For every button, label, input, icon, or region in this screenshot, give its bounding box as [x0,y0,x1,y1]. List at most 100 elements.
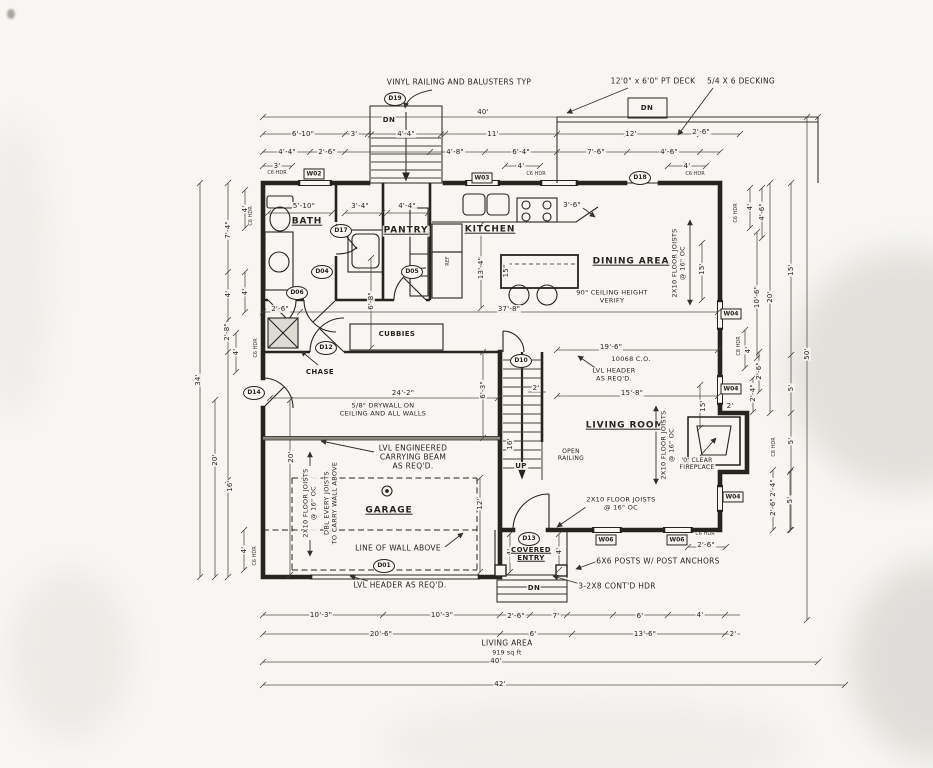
dim-6-8: 6'-8" [366,291,376,311]
door-tag-D01: D01 [373,559,395,573]
window-tag-W02: W02 [303,168,325,180]
dim-2-6-r2: 2'-6" [768,497,778,517]
hdr-left-1: C6 HDR [248,205,255,227]
hdr-top-2: C6 HDR [525,171,547,178]
dim-15-living: 15' [698,399,708,413]
dim-13-4: 13'-4" [476,255,486,281]
dim-3-a: 3' [349,129,359,139]
dim-3-b: 3' [272,161,282,171]
note-joists-living-v: 2X10 FLOOR JOISTS @ 16" OC [659,409,676,481]
dim-6-bot1: 6' [635,611,645,621]
dim-2-6-r1: 2'-6" [754,361,764,381]
garage-symbol [381,485,393,497]
room-kitchen: KITCHEN [463,224,517,236]
dim-4-r2: 4' [743,345,753,355]
dim-2-fp: 2' [725,401,735,411]
dim-5-r3: 5' [785,495,795,505]
door-tag-D05: D05 [401,265,423,279]
dim-6-10: 6'-10" [290,129,316,139]
range [516,197,558,223]
door-tag-D06: D06 [286,286,308,300]
room-covered-entry: COVERED ENTRY [510,545,552,563]
dim-4-left-4: 4' [231,347,241,357]
dim-2-8: 2'-8" [222,322,232,342]
dim-12-deck: 12' [624,129,638,139]
sink [462,193,486,216]
window-tag-W06-2: W06 [666,534,688,546]
note-lvl-header-garage: LVL HEADER AS REQ'D. [352,580,448,591]
note-carrying-beam: LVL ENGINEERED CARRYING BEAM AS REQ'D. [377,443,449,472]
dim-4-4-b: 4'-4" [277,147,297,157]
dim-4-left-3: 4' [240,287,250,297]
dim-11: 11' [486,129,500,139]
scan-smudge [380,700,800,768]
room-chase: CHASE [304,367,336,377]
dim-15-8: 15'-8" [619,388,645,398]
vanity [264,231,294,291]
dim-4-b: 4' [682,161,692,171]
note-contd-hdr: 3-2X8 CONT'D HDR [577,581,657,592]
dim-19-6: 19'-6" [598,342,624,352]
dim-2-bot: 2' [728,629,738,639]
hdr-top-3: C6 HDR [684,171,706,178]
dim-2-4-r1: 2'-4" [748,383,758,403]
label-ref: REF [445,255,452,267]
dim-6-bot2: 6' [528,629,538,639]
dim-40-bot: 40' [489,656,503,666]
dim-4-bot: 4' [695,610,705,620]
note-joists-dining-v: 2X10 FLOOR JOISTS @ 16" OC [670,227,687,299]
dim-7-4: 7'-4" [223,220,233,240]
dim-4-4-pantry: 4'-4" [397,201,417,211]
scan-smudge [10,570,130,740]
dim-20-garage: 20' [286,450,296,464]
door-tag-D14: D14 [243,386,265,400]
dim-20-right: 20' [765,290,775,304]
fireplace [687,416,741,466]
dim-4-6-a: 4'-6" [659,147,679,157]
hdr-right-2: C8 HDR [736,335,743,357]
dim-4-a: 4' [516,161,526,171]
dim-24-2: 24'-2" [390,388,416,398]
note-lvl-header-living: LVL HEADER AS REQ'D. [591,366,637,383]
dim-15-dining: 15' [697,262,707,276]
door-tag-D18: D18 [629,171,651,185]
room-bath: BATH [290,216,324,228]
exterior-walls [260,180,750,580]
hdr-right-3: C8 HDR [771,436,778,458]
dim-12-garage: 12' [475,497,485,511]
dim-3-4: 3'-4" [350,201,370,211]
window-tag-W04-1: W04 [720,308,742,320]
joist-extent-arrows [307,219,693,557]
dim-7-6: 7'-6" [586,147,606,157]
dim-42: 42' [493,679,507,689]
dim-5-10: 5'-10" [291,201,317,211]
dim-3-6: 3'-6" [562,200,582,210]
dim-10-6: 10'-6" [752,284,762,310]
dim-10-3-b: 10'-3" [429,610,455,620]
room-pantry: PANTRY [382,225,430,237]
dim-2-6-bot: 2'-6" [506,611,526,621]
leader-arrows [300,87,717,585]
window-tag-W06-1: W06 [595,534,617,546]
door-tag-D17: D17 [330,224,352,238]
label-up: UP [514,461,528,471]
note-fireplace: '0' CLEAR FIREPLACE [678,456,716,472]
note-living-area: LIVING AREA [480,638,534,649]
room-living: LIVING ROOM [584,420,666,432]
dim-20-6: 20'-6" [368,629,394,639]
hdr-left-2: C6 HDR [253,337,260,359]
dim-4-r1: 4' [745,202,755,212]
dim-4-6-r: 4'-6" [757,202,767,222]
dim-6-3: 6'-3" [478,380,488,400]
note-open-railing: OPEN RAILING [556,447,586,463]
dim-13-6: 13'-6" [632,629,658,639]
dim-16-left: 16' [225,479,235,493]
dim-5-r1: 5' [786,383,796,393]
dim-37-8: 37'-8" [496,304,522,314]
label-dn-entry: DN [526,583,542,593]
toilet [269,206,291,232]
room-dining: DINING AREA [591,256,671,268]
door-tag-D13: D13 [518,532,540,546]
dim-10-3-a: 10'-3" [308,610,334,620]
